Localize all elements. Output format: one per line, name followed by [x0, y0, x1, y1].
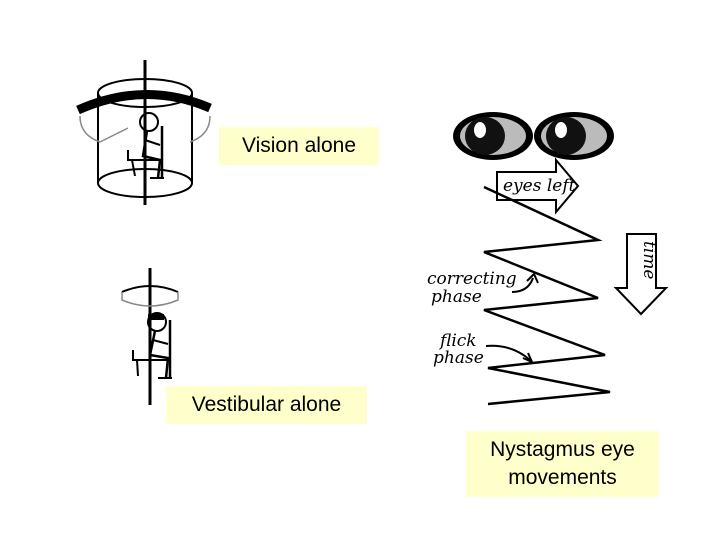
vestibular-alone-text: Vestibular alone: [191, 393, 342, 416]
nystagmus-eye-movements-label: Nystagmus eye movements: [466, 431, 659, 497]
correcting-phase-pointer: [511, 277, 534, 293]
time-label: time: [639, 241, 659, 279]
nystagmus-text-line2: movements: [508, 466, 617, 489]
flick-phase-label-line1: flick: [438, 331, 477, 351]
correcting-phase-label-line2: phase: [431, 287, 482, 307]
eyes-left-label: eyes left: [503, 176, 576, 196]
vision-alone-label: Vision alone: [219, 127, 379, 165]
flick-phase-pointer: [485, 344, 531, 361]
right-eye-icon: [534, 112, 614, 160]
eyes-left-arrow: [496, 157, 580, 215]
time-arrow: [613, 233, 669, 316]
flick-phase-label-line2: phase: [433, 348, 484, 368]
vision-alone-text: Vision alone: [241, 134, 357, 157]
nystagmus-trace: [483, 185, 611, 406]
optokinetic-drum-illustration: [76, 60, 212, 205]
correcting-phase-label-line1: correcting: [427, 269, 517, 289]
nystagmus-text-line1: Nystagmus eye: [490, 438, 635, 461]
rotating-chair-illustration: [121, 268, 179, 405]
vestibular-alone-label: Vestibular alone: [166, 386, 367, 424]
left-eye-icon: [453, 112, 533, 160]
eyes-illustration: [453, 112, 614, 160]
